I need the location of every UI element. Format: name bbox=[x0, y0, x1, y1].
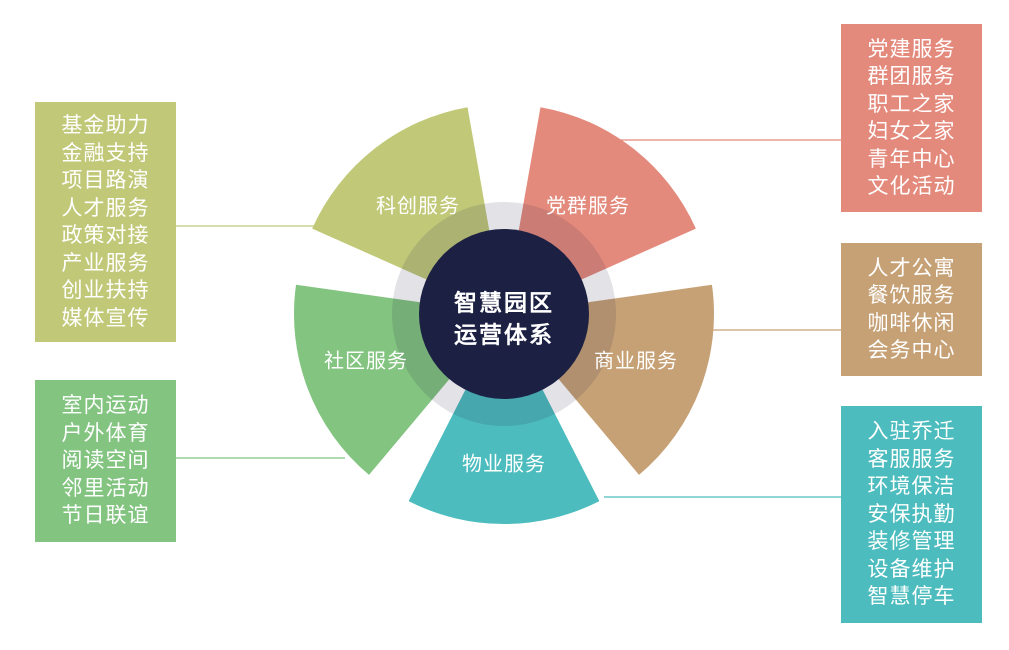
center-title-line1: 智慧园区 bbox=[454, 290, 554, 317]
party-services-box: 党建服务群团服务职工之家妇女之家青年中心文化活动 bbox=[841, 24, 982, 212]
center-circle bbox=[419, 229, 589, 399]
community-services-box: 室内运动户外体育阅读空间邻里活动节日联谊 bbox=[35, 380, 176, 542]
property-item: 装修管理 bbox=[867, 529, 956, 554]
community-item: 邻里活动 bbox=[61, 475, 150, 500]
business-item: 人才公寓 bbox=[867, 255, 956, 280]
innovation-item: 人才服务 bbox=[61, 195, 150, 220]
innovation-item: 媒体宣传 bbox=[61, 305, 150, 330]
community-item: 户外体育 bbox=[61, 420, 150, 445]
property-item: 入驻乔迁 bbox=[867, 419, 956, 444]
business-sector-label: 商业服务 bbox=[594, 349, 678, 373]
party-item: 职工之家 bbox=[867, 91, 956, 116]
property-item: 智慧停车 bbox=[867, 584, 956, 609]
party-item: 文化活动 bbox=[867, 174, 956, 198]
innovation-services-box: 基金助力金融支持项目路演人才服务政策对接产业服务创业扶持媒体宣传 bbox=[35, 102, 176, 342]
party-item: 青年中心 bbox=[867, 146, 956, 171]
party-item: 党建服务 bbox=[867, 36, 956, 61]
property-item: 设备维护 bbox=[867, 556, 956, 581]
community-item: 节日联谊 bbox=[61, 503, 150, 528]
property-services-box: 入驻乔迁客服服务环境保洁安保执勤装修管理设备维护智慧停车 bbox=[841, 406, 982, 623]
innovation-item: 产业服务 bbox=[61, 250, 150, 275]
connector-lines bbox=[176, 139, 841, 498]
property-item: 安保执勤 bbox=[867, 501, 956, 526]
innovation-item: 创业扶持 bbox=[61, 278, 150, 302]
community-item: 室内运动 bbox=[61, 393, 150, 418]
business-item: 咖啡休闲 bbox=[867, 310, 956, 335]
property-item: 环境保洁 bbox=[867, 474, 956, 499]
innovation-item: 基金助力 bbox=[61, 113, 150, 137]
business-item: 餐饮服务 bbox=[867, 283, 956, 307]
innovation-item: 金融支持 bbox=[61, 140, 150, 165]
innovation-item: 政策对接 bbox=[61, 223, 150, 247]
center-hub: 智慧园区 运营体系 bbox=[419, 229, 589, 399]
business-services-box: 人才公寓餐饮服务咖啡休闲会务中心 bbox=[841, 243, 982, 376]
property-item: 客服服务 bbox=[867, 446, 956, 471]
party-item: 群团服务 bbox=[867, 64, 956, 88]
party-item: 妇女之家 bbox=[867, 119, 956, 143]
community-sector-label: 社区服务 bbox=[324, 349, 408, 373]
property-sector-label: 物业服务 bbox=[462, 452, 546, 476]
innovation-item: 项目路演 bbox=[61, 168, 150, 192]
business-item: 会务中心 bbox=[867, 338, 956, 362]
community-item: 阅读空间 bbox=[61, 448, 150, 473]
innovation-sector-label: 科创服务 bbox=[376, 194, 460, 218]
property-sector bbox=[408, 314, 600, 525]
party-sector-label: 党群服务 bbox=[546, 194, 630, 218]
center-title-line2: 运营体系 bbox=[454, 323, 554, 349]
